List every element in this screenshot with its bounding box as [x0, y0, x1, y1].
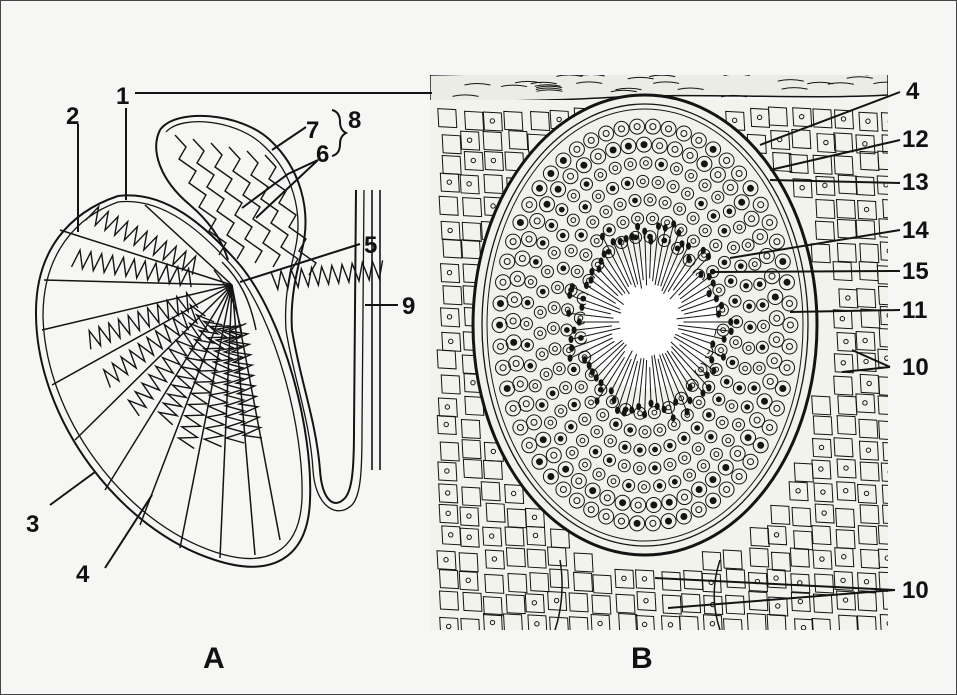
label-8: 8 — [348, 107, 361, 134]
label-10a: 10 — [902, 354, 929, 381]
panel-label-a: A — [203, 642, 225, 675]
label-6: 6 — [316, 141, 329, 168]
label-12: 12 — [902, 126, 929, 153]
panel-b-drawing — [430, 65, 902, 638]
label-15: 15 — [902, 258, 929, 285]
brace-8 — [332, 110, 346, 156]
label-11: 11 — [902, 297, 927, 324]
panel-label-b: B — [631, 642, 653, 675]
label-3: 3 — [26, 511, 39, 538]
panel-a-drawing — [36, 116, 383, 567]
septa — [42, 205, 280, 558]
label-2: 2 — [66, 103, 79, 130]
label-9: 9 — [402, 293, 415, 320]
label-7: 7 — [306, 117, 319, 144]
label-4a: 4 — [76, 561, 90, 588]
label-14: 14 — [902, 217, 929, 244]
label-4b: 4 — [906, 78, 920, 105]
label-1: 1 — [116, 83, 129, 110]
label-13: 13 — [902, 169, 929, 196]
label-5: 5 — [364, 232, 377, 259]
label-10b: 10 — [902, 577, 929, 604]
